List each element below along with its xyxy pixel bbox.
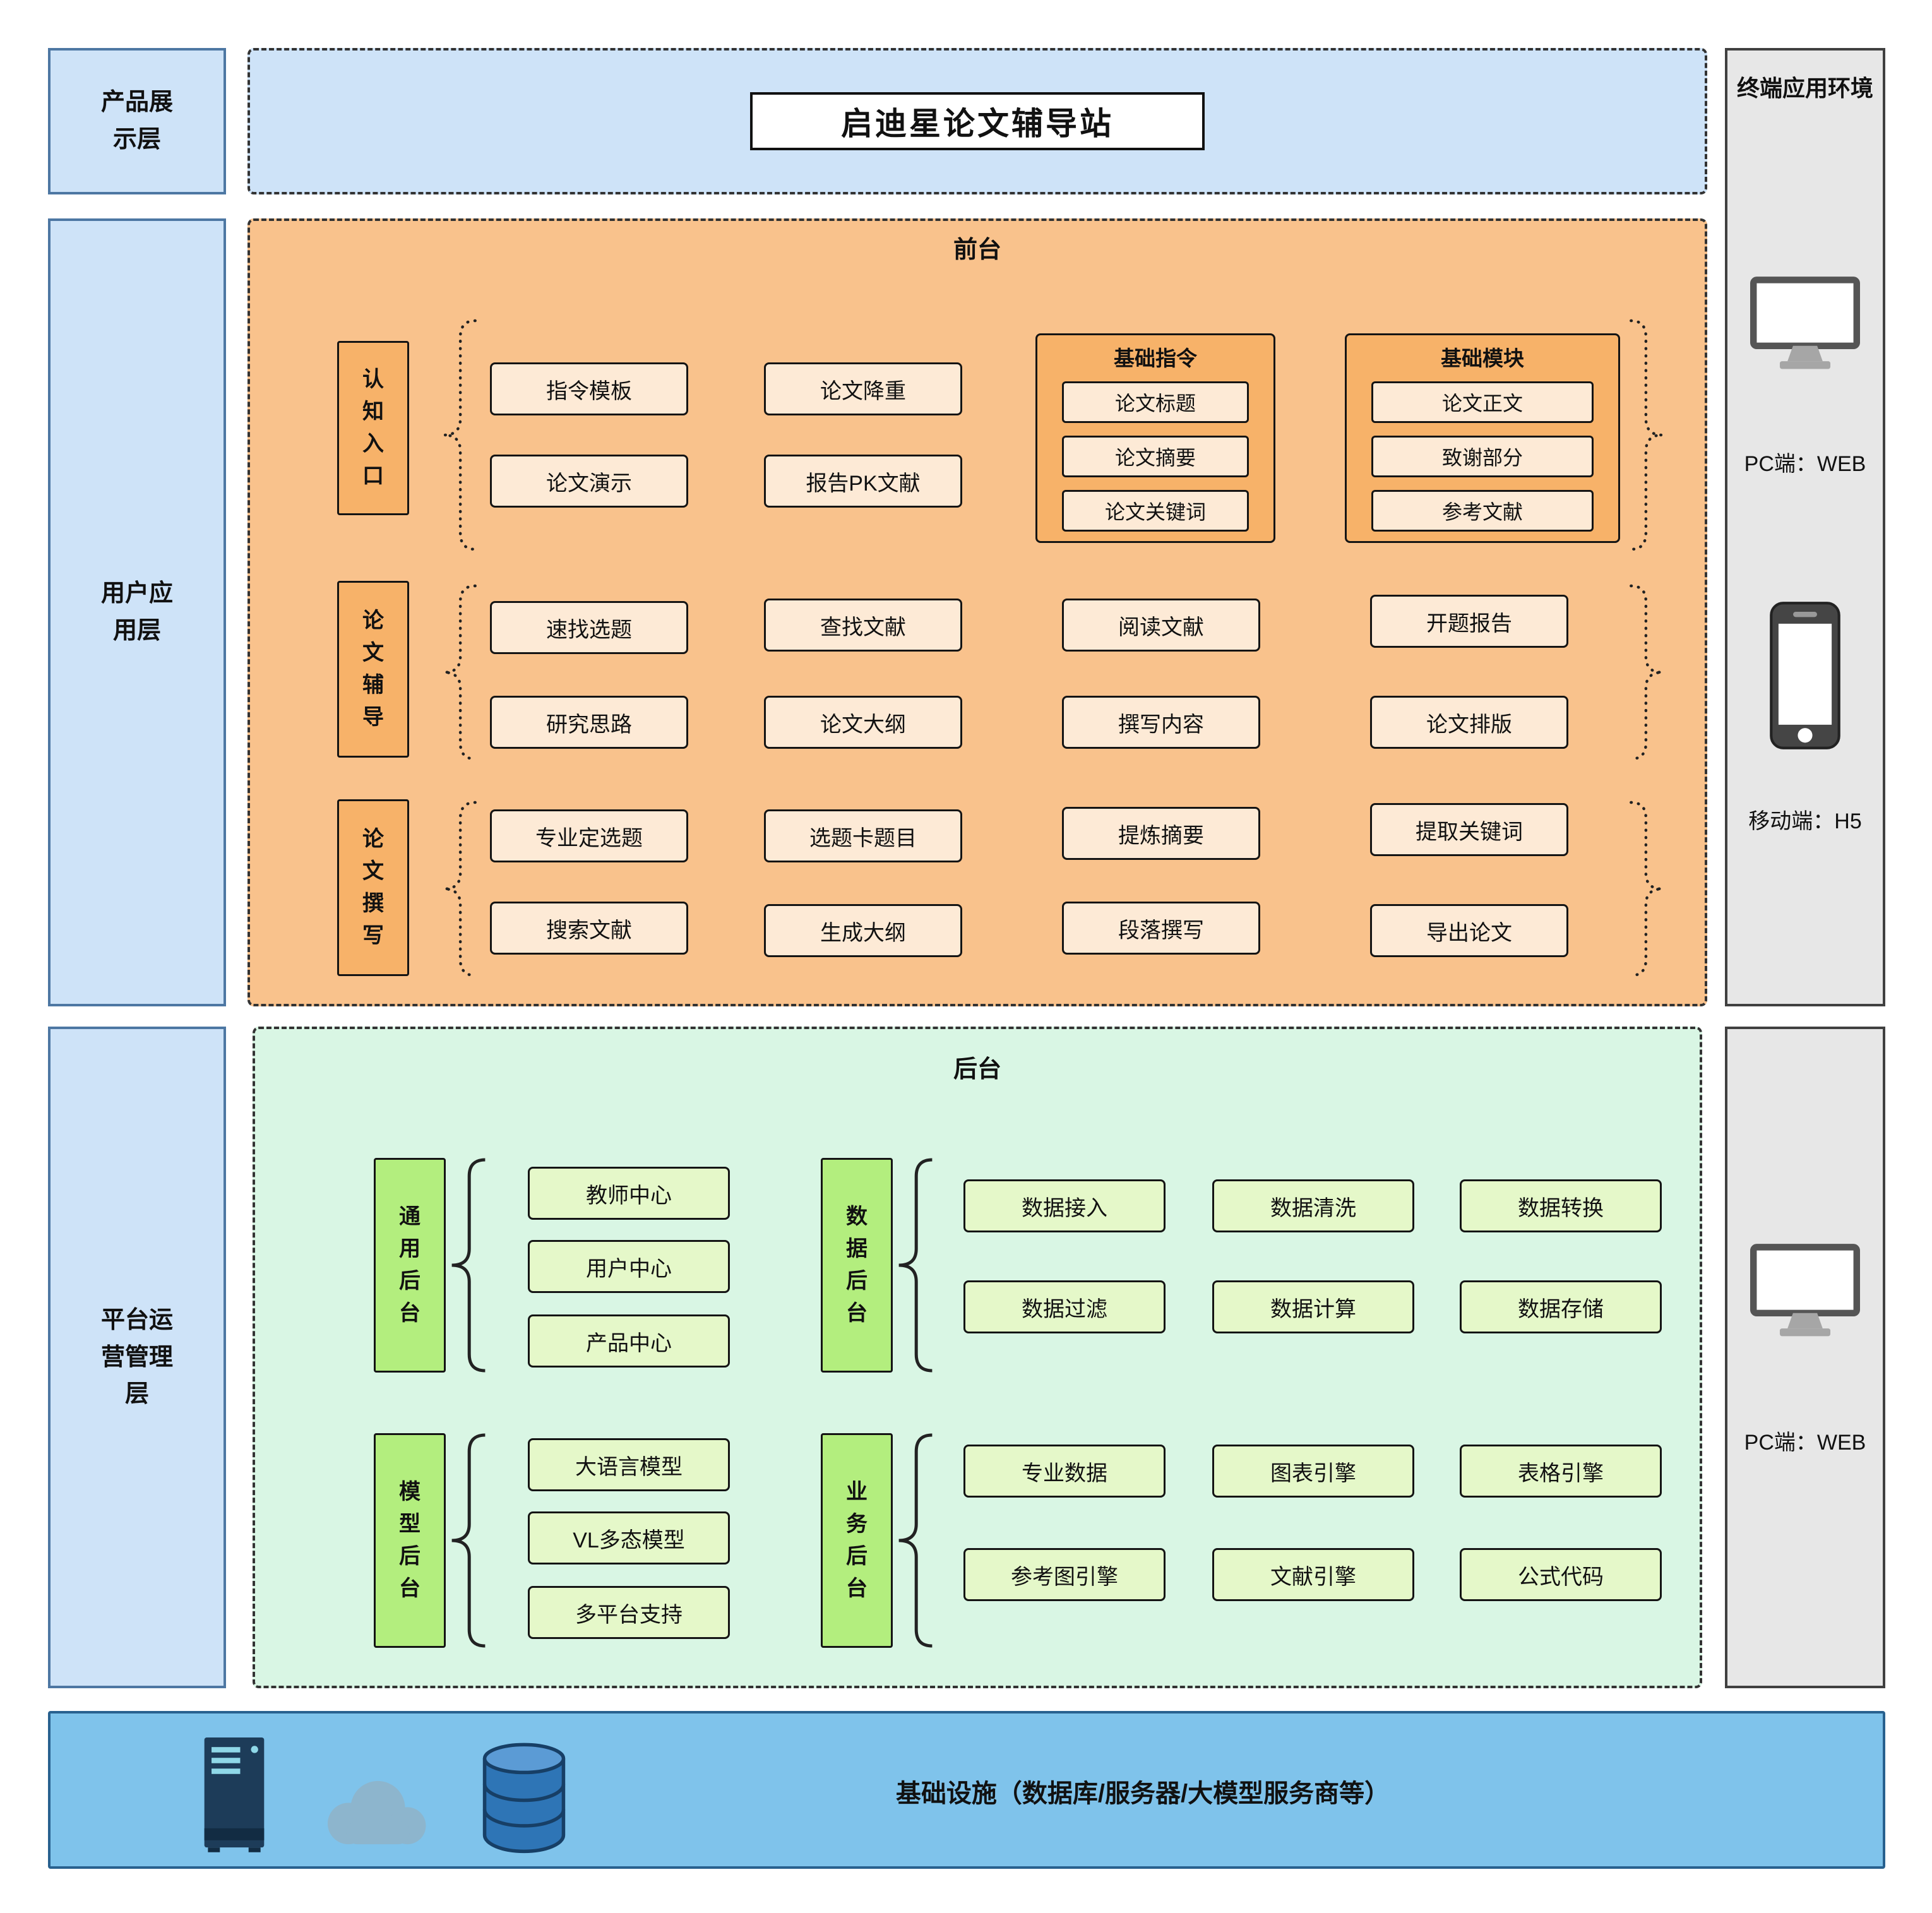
- dotted-brace-left: [444, 584, 477, 761]
- infrastructure-label: 基础设施（数据库/服务器/大模型服务商等）: [895, 1780, 1390, 1808]
- backend-node: 产品中心: [528, 1314, 730, 1368]
- dotted-brace-right: [1630, 801, 1662, 977]
- frontend-node: 撰写内容: [1062, 696, 1260, 749]
- frontend-node: 搜索文献: [490, 902, 688, 955]
- dotted-brace-right: [1630, 319, 1662, 551]
- backend-node: 用户中心: [528, 1240, 730, 1293]
- frontend-row-header-tutoring-label: 论文辅导: [362, 609, 384, 729]
- layer-platform-operations-label: 平台运营管理层: [100, 1306, 173, 1408]
- backend-node: 文献引擎: [1212, 1548, 1414, 1601]
- backend-node: 数据过滤: [963, 1280, 1166, 1333]
- frontend-node: 论文排版: [1370, 696, 1568, 749]
- frontend-node: 生成大纲: [764, 904, 962, 957]
- group-node: 论文关键词: [1062, 490, 1249, 532]
- frontend-node: 论文演示: [490, 455, 688, 508]
- frontend-node: 专业定选题: [490, 809, 688, 862]
- frontend-node: 研究思路: [490, 696, 688, 749]
- dotted-brace-left: [444, 801, 477, 977]
- monitor-icon: [1750, 1244, 1860, 1337]
- terminal-environment-bottom-panel: [1725, 1027, 1885, 1688]
- brace-left: [451, 1433, 486, 1648]
- frontend-group-basic-modules-title: 基础模块: [1441, 347, 1524, 370]
- backend-node: 参考图引擎: [963, 1548, 1166, 1601]
- database-icon: [482, 1743, 566, 1854]
- frontend-section-label: 前台: [953, 236, 1001, 263]
- backend-node: 专业数据: [963, 1445, 1166, 1498]
- backend-group-header-model: 模型后台: [374, 1433, 446, 1648]
- backend-group-header-general-label: 通用后台: [399, 1205, 420, 1325]
- backend-node: 数据计算: [1212, 1280, 1414, 1333]
- backend-node: 教师中心: [528, 1167, 730, 1220]
- terminal-mobile-h5-label: 移动端：H5: [1748, 809, 1862, 833]
- backend-section-label: 后台: [953, 1056, 1001, 1083]
- backend-node: 公式代码: [1460, 1548, 1662, 1601]
- brace-left: [451, 1158, 486, 1373]
- frontend-node: 指令模板: [490, 362, 688, 415]
- frontend-node: 阅读文献: [1062, 599, 1260, 652]
- frontend-row-header-writing-label: 论文撰写: [362, 827, 384, 948]
- smartphone-icon: [1770, 602, 1840, 749]
- group-node: 参考文献: [1371, 490, 1594, 532]
- layer-product-display: 产品展示层: [48, 48, 226, 194]
- frontend-row-header-cognition: 认知入口: [337, 341, 409, 515]
- backend-group-header-data-label: 数据后台: [846, 1205, 868, 1325]
- monitor-icon: [1750, 277, 1860, 369]
- frontend-node: 段落撰写: [1062, 902, 1260, 955]
- backend-node: 图表引擎: [1212, 1445, 1414, 1498]
- group-node: 论文摘要: [1062, 436, 1249, 477]
- frontend-node: 导出论文: [1370, 904, 1568, 957]
- terminal-pc-web-bottom-label: PC端：WEB: [1744, 1430, 1866, 1455]
- frontend-node: 提炼摘要: [1062, 807, 1260, 860]
- layer-user-application-label: 用户应用层: [100, 580, 173, 644]
- frontend-node: 速找选题: [490, 601, 688, 654]
- backend-node: 数据接入: [963, 1179, 1166, 1232]
- terminal-environment-title: 终端应用环境: [1736, 75, 1873, 101]
- frontend-node: 论文降重: [764, 362, 962, 415]
- group-node: 论文正文: [1371, 381, 1594, 423]
- frontend-node: 开题报告: [1370, 595, 1568, 648]
- frontend-group-basic-instructions-title: 基础指令: [1114, 347, 1197, 370]
- brace-left: [898, 1158, 933, 1373]
- dotted-brace-left: [444, 319, 477, 551]
- frontend-row-header-tutoring: 论文辅导: [337, 581, 409, 758]
- layer-user-application: 用户应用层: [48, 218, 226, 1006]
- layer-platform-operations: 平台运营管理层: [48, 1027, 226, 1688]
- backend-group-header-business-label: 业务后台: [846, 1480, 868, 1600]
- frontend-node: 提取关键词: [1370, 803, 1568, 856]
- backend-group-header-model-label: 模型后台: [399, 1480, 420, 1600]
- backend-node: 数据转换: [1460, 1179, 1662, 1232]
- backend-node: 大语言模型: [528, 1438, 730, 1491]
- terminal-environment-top-panel: [1725, 48, 1885, 1006]
- backend-group-header-data: 数据后台: [821, 1158, 893, 1373]
- frontend-row-header-cognition-label: 认知入口: [362, 367, 384, 488]
- server-icon: [204, 1737, 265, 1852]
- frontend-node: 报告PK文献: [764, 455, 962, 508]
- backend-node: VL多态模型: [528, 1511, 730, 1564]
- terminal-pc-web-label: PC端：WEB: [1744, 451, 1866, 476]
- backend-group-header-general: 通用后台: [374, 1158, 446, 1373]
- backend-node: 数据清洗: [1212, 1179, 1414, 1232]
- frontend-row-header-writing: 论文撰写: [337, 799, 409, 976]
- backend-group-header-business: 业务后台: [821, 1433, 893, 1648]
- frontend-node: 论文大纲: [764, 696, 962, 749]
- diagram-title: 启迪星论文辅导站: [750, 92, 1205, 150]
- backend-node: 表格引擎: [1460, 1445, 1662, 1498]
- frontend-node: 查找文献: [764, 599, 962, 652]
- dotted-brace-right: [1630, 584, 1662, 761]
- group-node: 论文标题: [1062, 381, 1249, 423]
- layer-product-display-label: 产品展示层: [100, 89, 173, 153]
- group-node: 致谢部分: [1371, 436, 1594, 477]
- cloud-icon: [328, 1780, 426, 1845]
- backend-node: 数据存储: [1460, 1280, 1662, 1333]
- frontend-node: 选题卡题目: [764, 809, 962, 862]
- backend-node: 多平台支持: [528, 1586, 730, 1639]
- brace-left: [898, 1433, 933, 1648]
